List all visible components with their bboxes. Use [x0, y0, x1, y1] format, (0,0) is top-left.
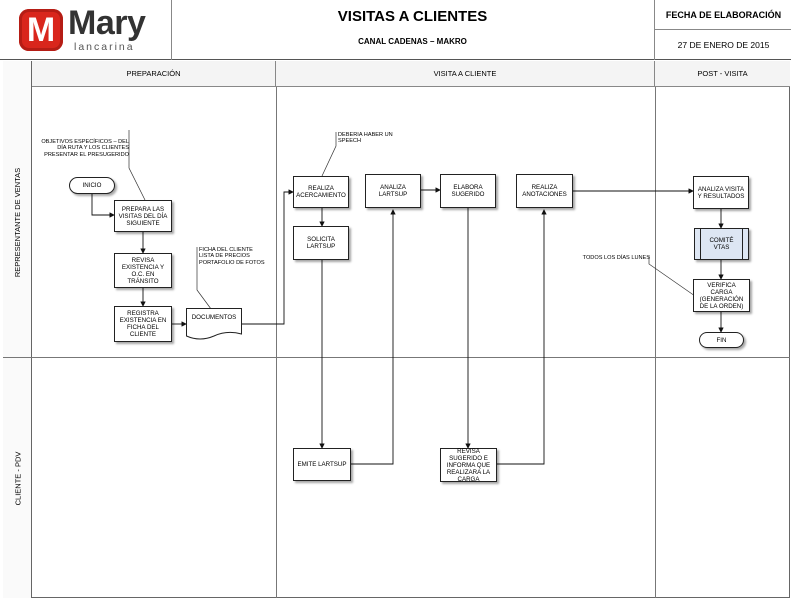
annotation-bracket [648, 256, 696, 297]
lane-divider [3, 357, 790, 358]
comite-right-bar [742, 229, 743, 259]
phase-header-post-visita: POST - VISITA [655, 61, 790, 87]
process-revisa-existencia: REVISA EXISTENCIA Y O.C. EN TRÁNSITO [114, 253, 172, 288]
connector [91, 194, 115, 218]
annotation-bracket [128, 130, 146, 201]
process-elabora-sugerido: ELABORA SUGERIDO [440, 174, 496, 208]
logo-sub: lancarina [74, 41, 135, 53]
header: M Mary lancarina VISITAS A CLIENTES CANA… [0, 0, 791, 60]
note-objetivos: OBJETIVOS ESPECÍFICOS – DEL DÍA RUTA Y L… [41, 139, 129, 158]
process-comite-ventas: COMITÉ VTAS [694, 228, 749, 260]
annotation-bracket [321, 132, 337, 177]
connector [497, 209, 547, 465]
page-subtitle: CANAL CADENAS – MAKRO [358, 37, 467, 46]
process-prepara-visitas: PREPARA LAS VISITAS DEL DÍA SIGUIENTE [114, 200, 172, 232]
comite-label: COMITÉ VTAS [709, 237, 734, 251]
process-revisa-sugerido: REVISA SUGERIDO E INFORMA QUE REALIZARA … [440, 448, 497, 483]
annotation-bracket [196, 247, 215, 314]
connector [242, 189, 294, 325]
date-block: FECHA DE ELABORACIÓN 27 DE ENERO DE 2015 [654, 0, 791, 60]
process-realiza-anotaciones: REALIZA ANOTACIONES [516, 174, 573, 208]
process-registra-existencia: REGISTRA EXISTENCIA EN FICHA DEL CLIENTE [114, 306, 172, 342]
logo-letter: M [26, 10, 56, 49]
date-label: FECHA DE ELABORACIÓN [655, 0, 791, 30]
phase-header-preparacion: PREPARACIÓN [32, 61, 276, 87]
end-terminator: FIN [699, 332, 744, 348]
document-shape: DOCUMENTOS [186, 308, 242, 342]
document-outline [186, 308, 242, 340]
date-value: 27 DE ENERO DE 2015 [677, 40, 770, 50]
process-verifica-carga: VERIFICA CARGA (GENERACIÓN DE LA ORDEN) [693, 279, 750, 312]
logo: M Mary lancarina [0, 0, 172, 60]
process-solicita-lartsup: SOLICITA LARTSUP [293, 226, 349, 260]
phase-header-visita: VISITA A CLIENTE [276, 61, 655, 87]
process-analiza-lartsup: ANALIZA LARTSUP [365, 174, 421, 208]
comite-left-bar [700, 229, 701, 259]
connector [351, 209, 396, 465]
note-todos-lunes: TODOS LOS DÍAS LUNES [582, 255, 650, 261]
phase-divider [276, 87, 277, 598]
lane-label-column [3, 61, 32, 598]
page-title: VISITAS A CLIENTES [337, 8, 488, 25]
process-emite-lartsup: EMITE LARTSUP [293, 448, 351, 481]
note-ficha-cliente: FICHA DEL CLIENTE LISTA DE PRECIOS PORTA… [199, 247, 265, 266]
note-speech: DEBERIA HABER UN SPEECH [338, 132, 393, 145]
phase-divider [655, 87, 656, 598]
process-realiza-acercamiento: REALIZA ACERCAMIENTO [293, 176, 349, 208]
logo-badge: M [19, 9, 63, 51]
start-terminator: INICIO [69, 177, 115, 194]
logo-word: Mary [68, 4, 146, 42]
process-analiza-visita: ANALIZA VISITA Y RESULTADOS [693, 176, 749, 209]
document-label: DOCUMENTOS [191, 314, 237, 321]
